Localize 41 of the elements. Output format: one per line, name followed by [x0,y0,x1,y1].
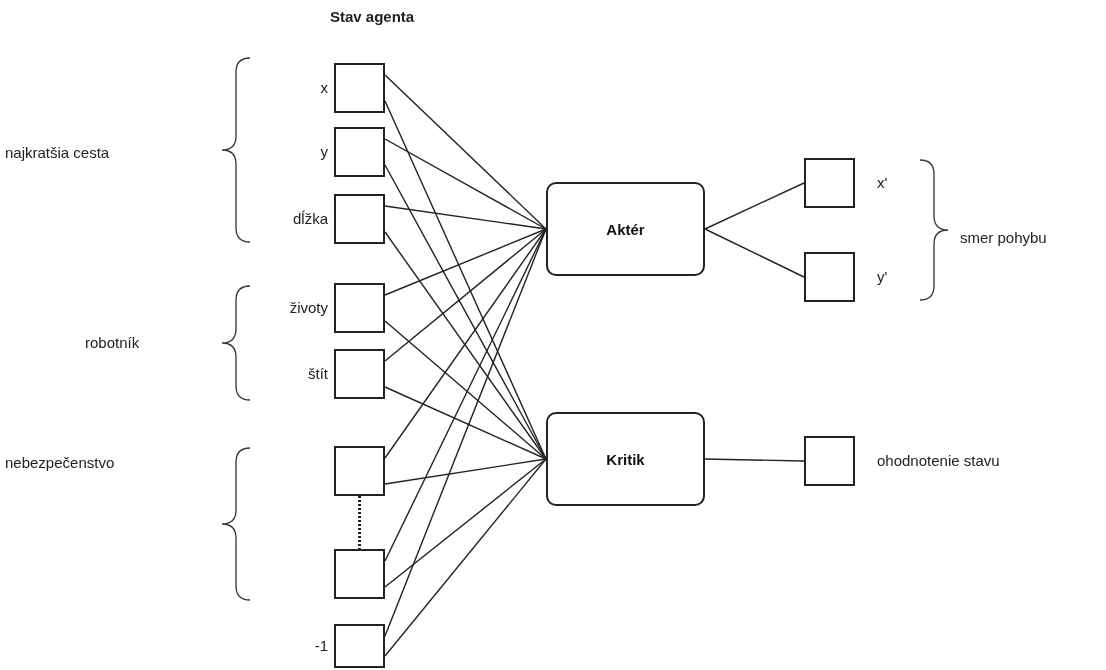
connection-line [384,458,547,657]
connection-line [384,386,547,460]
connection-line [384,138,547,230]
neuron-box [334,446,385,496]
connection-line [704,182,805,230]
neuron-box [334,63,385,113]
input-label: dĺžka [292,210,328,227]
connection-line [384,228,547,296]
neuron-box [334,624,385,668]
input-label: x [320,79,328,96]
connection-line [384,228,547,362]
group-label: smer pohybu [960,229,1047,246]
neuron-box [804,158,855,208]
neuron-box [334,349,385,399]
group-label: najkratšia cesta [5,144,110,161]
connection-line [384,458,547,588]
connection-line [384,74,547,230]
connection-line [704,228,805,278]
connection-line [384,320,547,460]
process-box: Kritik [546,412,705,506]
output-label: x' [877,174,888,191]
output-label: y' [877,268,888,285]
output-label: ohodnotenie stavu [877,452,1000,469]
input-label: štít [308,365,328,382]
group-label: robotník [85,334,140,351]
neuron-box [804,252,855,302]
input-label: y [320,143,328,160]
process-box: Aktér [546,182,705,276]
dotted-line [358,496,361,549]
input-label: -1 [314,637,328,654]
connection-line [384,205,547,230]
connection-line [384,458,547,485]
neuron-box [334,283,385,333]
group-label: nebezpečenstvo [5,454,115,471]
neuron-box [334,549,385,599]
input-label: životy [289,299,328,316]
neuron-box [804,436,855,486]
connection-line [704,458,805,462]
neuron-box [334,127,385,177]
heading: Stav agenta [330,8,415,25]
neuron-box [334,194,385,244]
